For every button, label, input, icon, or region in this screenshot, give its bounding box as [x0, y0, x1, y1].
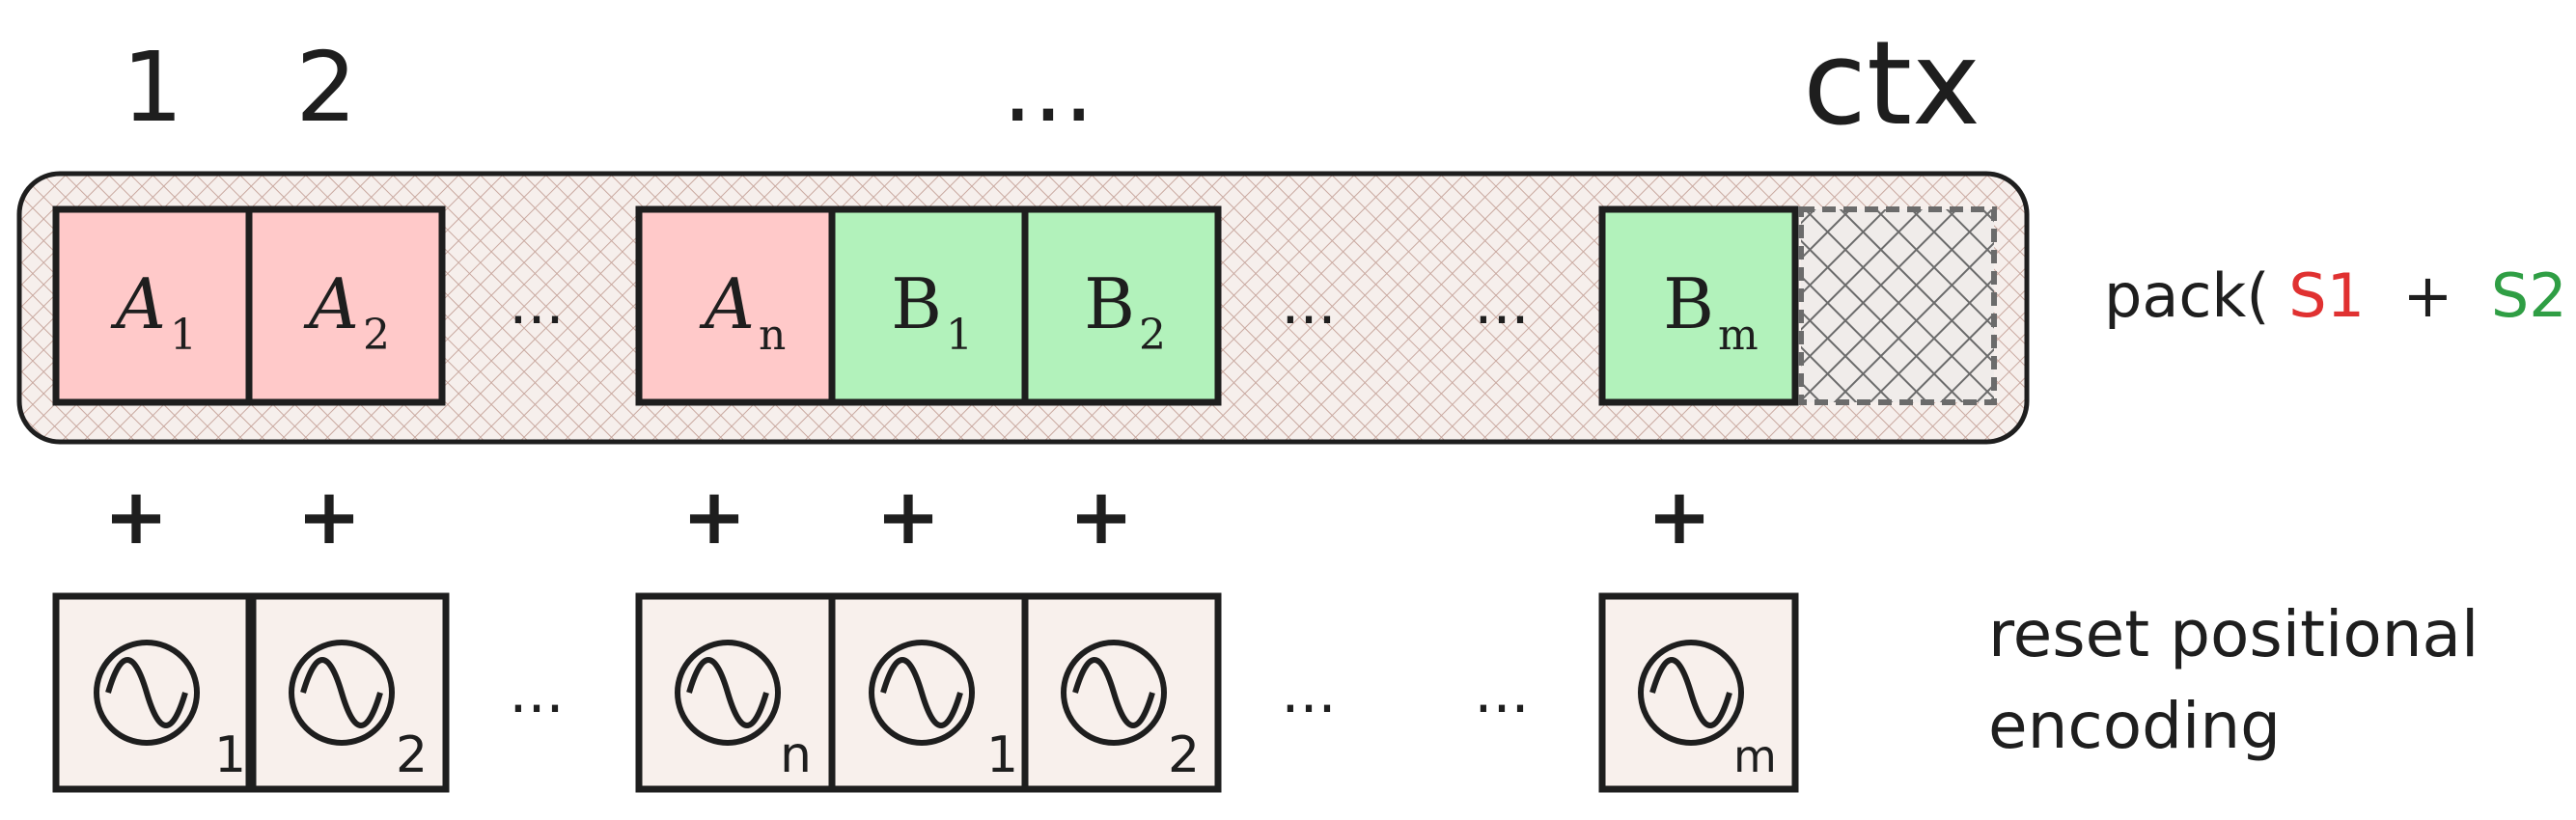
- pe-box-m-rect: [1598, 592, 1799, 793]
- pe-box-b1: 1: [828, 592, 1029, 793]
- token-a2-rect: [245, 205, 446, 406]
- sine-wave-icon: [94, 640, 200, 746]
- token-bm-base: B: [1663, 263, 1714, 344]
- sine-wave-icon: [675, 640, 781, 746]
- header-label-second: 2: [295, 31, 357, 144]
- sine-wave-icon: [1061, 640, 1167, 746]
- token-box-a1: A 1: [52, 205, 253, 406]
- pe-sub-2: 2: [396, 726, 428, 784]
- token-b2-rect: [1021, 205, 1222, 406]
- plus-sign-6: +: [1647, 472, 1711, 561]
- token-a1-sub: 1: [170, 311, 197, 360]
- pack-label-prefix: pack(: [2104, 260, 2270, 331]
- plus-sign-5: +: [1068, 472, 1133, 561]
- token-ellipsis-2: ...: [1281, 270, 1336, 338]
- pe-ellipsis-2: ...: [1281, 659, 1336, 726]
- token-bm-rect: [1598, 205, 1799, 406]
- plus-sign-3: +: [681, 472, 746, 561]
- token-b1-rect: [828, 205, 1029, 406]
- pack-label: pack( S1 + S2 ): [2104, 260, 2576, 331]
- token-ellipsis-3: ...: [1474, 270, 1529, 338]
- plus-sign-1: +: [103, 472, 168, 561]
- token-b2-base: B: [1084, 263, 1135, 344]
- token-a1-base: A: [110, 263, 166, 344]
- header-label-ctx: ctx: [1803, 17, 1980, 151]
- pe-sub-m: m: [1733, 730, 1777, 782]
- pe-sub-b1: 1: [986, 726, 1018, 784]
- plus-sign-4: +: [875, 472, 940, 561]
- pe-box-2-rect: [249, 592, 450, 793]
- token-a1-rect: [52, 205, 253, 406]
- pe-sub-1: 1: [214, 726, 246, 784]
- token-an-rect: [635, 205, 836, 406]
- positional-caption-line2: encoding: [1988, 689, 2281, 763]
- pack-label-plus: +: [2384, 260, 2472, 331]
- token-bm-sub: m: [1718, 311, 1759, 360]
- header-ellipsis: ...: [1002, 31, 1094, 144]
- sine-wave-icon: [1638, 640, 1744, 746]
- token-a2-sub: 2: [363, 311, 390, 360]
- pe-ellipsis-1: ...: [509, 659, 564, 726]
- token-b2-sub: 2: [1139, 311, 1166, 360]
- pe-box-b2: 2: [1021, 592, 1222, 793]
- token-an-base: A: [699, 263, 755, 344]
- pack-label-s2: S2: [2491, 260, 2567, 331]
- sine-wave-icon: [869, 640, 975, 746]
- token-b1-sub: 1: [946, 311, 973, 360]
- pe-box-1-rect: [52, 592, 253, 793]
- pe-ellipsis-3: ...: [1474, 659, 1529, 726]
- pe-box-b2-rect: [1021, 592, 1222, 793]
- token-an-sub: n: [759, 311, 786, 360]
- token-box-a2: A 2: [245, 205, 446, 406]
- token-box-b2: B 2: [1021, 205, 1222, 406]
- sine-wave-icon: [289, 640, 395, 746]
- token-box-bm: B m: [1598, 205, 1799, 406]
- token-a2-base: A: [303, 263, 359, 344]
- pe-box-b1-rect: [828, 592, 1029, 793]
- pe-box-m: m: [1598, 592, 1799, 793]
- pe-sub-n: n: [780, 726, 812, 784]
- plus-sign-2: +: [296, 472, 361, 561]
- padding-block: [1798, 206, 1997, 405]
- pe-sub-b2: 2: [1168, 726, 1200, 784]
- token-ellipsis-1: ...: [509, 270, 564, 338]
- token-box-an: A n: [635, 205, 836, 406]
- token-box-b1: B 1: [828, 205, 1029, 406]
- positional-caption-line1: reset positional: [1988, 597, 2479, 671]
- pe-box-n: n: [635, 592, 836, 793]
- pack-label-s1: S1: [2288, 260, 2365, 331]
- pe-box-1: 1: [52, 592, 253, 793]
- header-label-first: 1: [122, 31, 183, 144]
- pe-box-2: 2: [249, 592, 450, 793]
- token-b1-base: B: [891, 263, 942, 344]
